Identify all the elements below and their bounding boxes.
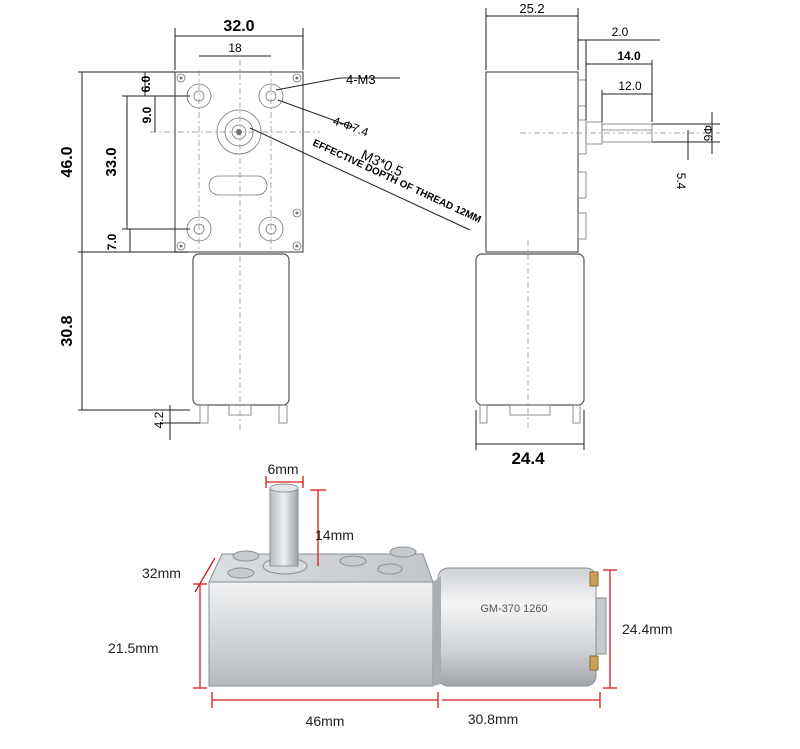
photo-dim-shaft: 6mm xyxy=(267,461,298,477)
dim-hole-spacing: 18 xyxy=(228,41,242,55)
dim-motor-30-8: 30.8 xyxy=(59,315,76,346)
side-view: 25.2 2.0 14.0 12.0 Φ6 5.4 24.4 xyxy=(475,1,720,468)
dim-14-0: 14.0 xyxy=(617,49,641,63)
side-gearbox xyxy=(485,71,579,253)
dim-2-0: 2.0 xyxy=(612,25,629,39)
note-4-m3: 4-M3 xyxy=(346,72,376,87)
dim-depth-25-2: 25.2 xyxy=(519,1,544,16)
dim-width-32: 32.0 xyxy=(223,18,254,35)
dim-terminal-4-2: 4.2 xyxy=(152,411,166,428)
photo-dim-width: 32mm xyxy=(142,565,181,581)
slot xyxy=(208,175,268,196)
dim-9: 9.0 xyxy=(140,106,154,123)
dim-6: 6.0 xyxy=(139,75,153,92)
gearbox-plate xyxy=(174,71,304,253)
photo-dim-height: 21.5mm xyxy=(108,640,159,656)
note-phi: 4-Φ7.4 xyxy=(331,114,371,140)
dim-shaft-dia: Φ6 xyxy=(701,125,715,142)
terminal-left xyxy=(199,404,209,424)
dim-height-33: 33.0 xyxy=(103,147,120,176)
photo-terminal-bottom xyxy=(589,655,599,671)
dim-motor-dia-24-4: 24.4 xyxy=(511,449,545,468)
dim-12-0: 12.0 xyxy=(618,79,642,93)
photo-dim-motor-length: 30.8mm xyxy=(468,711,519,727)
corner-screws xyxy=(176,73,302,251)
motor-can xyxy=(192,253,290,406)
dim-flat-5-4: 5.4 xyxy=(674,173,688,190)
terminal-right xyxy=(278,404,288,424)
side-motor-can xyxy=(475,253,585,406)
product-photo: GM-370 1260 6mm 14mm 32mm 21.5mm 24 xyxy=(108,461,673,729)
photo-dim-shaft-length: 14mm xyxy=(315,527,354,543)
dim-height-46: 46.0 xyxy=(59,146,76,177)
dim-7: 7.0 xyxy=(105,233,119,250)
photo-gearbox xyxy=(208,581,434,687)
front-view: 32.0 18 46.0 33.0 6.0 9.0 7.0 30.8 4.2 4… xyxy=(59,18,483,440)
note-thread-depth: EFFECTIVE DOPTH OF THREAD 12MM xyxy=(311,138,483,226)
photo-motor-label: GM-370 1260 xyxy=(480,603,547,615)
photo-dim-motor-dia: 24.4mm xyxy=(622,621,673,637)
photo-motor xyxy=(437,567,597,687)
photo-terminal-top xyxy=(589,571,599,587)
photo-dim-length: 46mm xyxy=(306,713,345,729)
photo-shaft xyxy=(269,487,299,567)
